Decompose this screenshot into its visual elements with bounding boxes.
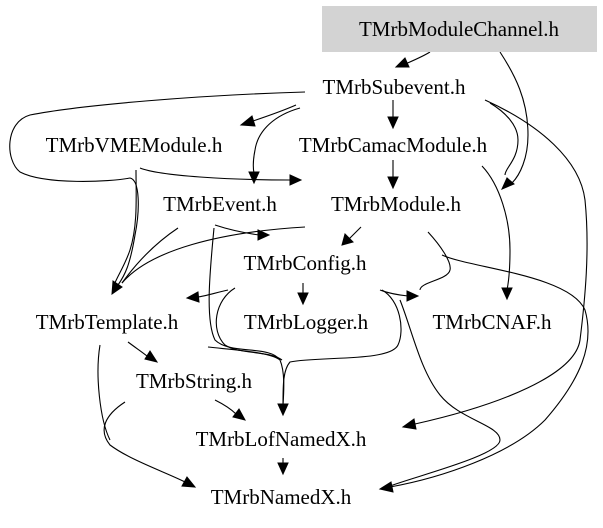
edge-string-to-lofnamedx: [214, 399, 246, 421]
node-logger[interactable]: TMrbLogger.h: [244, 310, 369, 334]
edge-camacmodule-to-cnaf: [481, 165, 513, 301]
node-layer: TMrbModuleChannel.h TMrbSubevent.h TMrbV…: [36, 6, 597, 509]
node-label: TMrbLofNamedX.h: [196, 427, 367, 451]
edge-subevent-to-vmemodule: [239, 104, 297, 127]
edge-camacmodule-to-module: [387, 160, 399, 190]
node-camac-module[interactable]: TMrbCamacModule.h: [299, 133, 488, 157]
edge-vmemodule-to-module: [139, 167, 303, 186]
edge-template-to-namedx: [97, 344, 111, 441]
edge-subevent-to-module: [489, 102, 519, 176]
edge-config-to-logger: [297, 283, 309, 306]
node-label: TMrbVMEModule.h: [46, 133, 223, 157]
edge-lofnamedx-to-namedx: [277, 457, 289, 476]
node-module-channel[interactable]: TMrbModuleChannel.h: [322, 6, 597, 52]
edge-module-to-config: [341, 226, 362, 246]
node-label: TMrbTemplate.h: [36, 310, 179, 334]
edge-subevent-to-event: [248, 107, 301, 185]
edge-modulechannel-to-subevent: [394, 51, 431, 68]
edge-subevent-to-camacmodule: [387, 100, 399, 130]
edge-modulechannel-to-module: [499, 51, 529, 190]
node-label: TMrbModule.h: [331, 192, 462, 216]
edge-event-to-template: [121, 227, 179, 284]
node-config[interactable]: TMrbConfig.h: [243, 251, 367, 275]
node-template[interactable]: TMrbTemplate.h: [36, 310, 179, 334]
node-label: TMrbNamedX.h: [211, 485, 352, 509]
edge-event-to-config: [214, 224, 271, 241]
edge-config-to-template: [185, 289, 229, 303]
node-cnaf[interactable]: TMrbCNAF.h: [432, 310, 552, 334]
node-vme-module[interactable]: TMrbVMEModule.h: [46, 133, 223, 157]
node-subevent[interactable]: TMrbSubevent.h: [323, 75, 466, 99]
node-module[interactable]: TMrbModule.h: [331, 192, 462, 216]
node-label: TMrbLogger.h: [244, 310, 369, 334]
edge-module-to-template: [121, 226, 306, 284]
node-string[interactable]: TMrbString.h: [136, 369, 253, 393]
edge-layer: [9, 51, 589, 493]
edge-config-to-lofnamedx: [282, 289, 402, 406]
edge-subevent-to-lofnamedx: [401, 99, 588, 430]
edge-template-to-string: [127, 341, 159, 363]
node-event[interactable]: TMrbEvent.h: [163, 192, 277, 216]
node-label: TMrbCNAF.h: [432, 310, 552, 334]
node-label: TMrbConfig.h: [243, 251, 367, 275]
edge-config-to-cnaf: [379, 289, 420, 302]
node-label: TMrbCamacModule.h: [299, 133, 488, 157]
edge-module-to-namedx: [378, 254, 589, 493]
node-label: TMrbSubevent.h: [323, 75, 466, 99]
edge-template-to-lofnamedx: [207, 346, 281, 361]
root-node-box: [322, 6, 597, 52]
edge-vmemodule-to-template: [113, 169, 137, 286]
node-named-x[interactable]: TMrbNamedX.h: [211, 485, 352, 509]
node-label: TMrbModuleChannel.h: [359, 17, 560, 41]
edge-config-to-namedx: [389, 299, 501, 487]
node-label: TMrbEvent.h: [163, 192, 277, 216]
edge-string-to-namedx: [103, 401, 197, 488]
edge-module-to-cnaf: [419, 231, 451, 291]
node-label: TMrbString.h: [136, 369, 253, 393]
node-lof-named-x[interactable]: TMrbLofNamedX.h: [196, 427, 367, 451]
